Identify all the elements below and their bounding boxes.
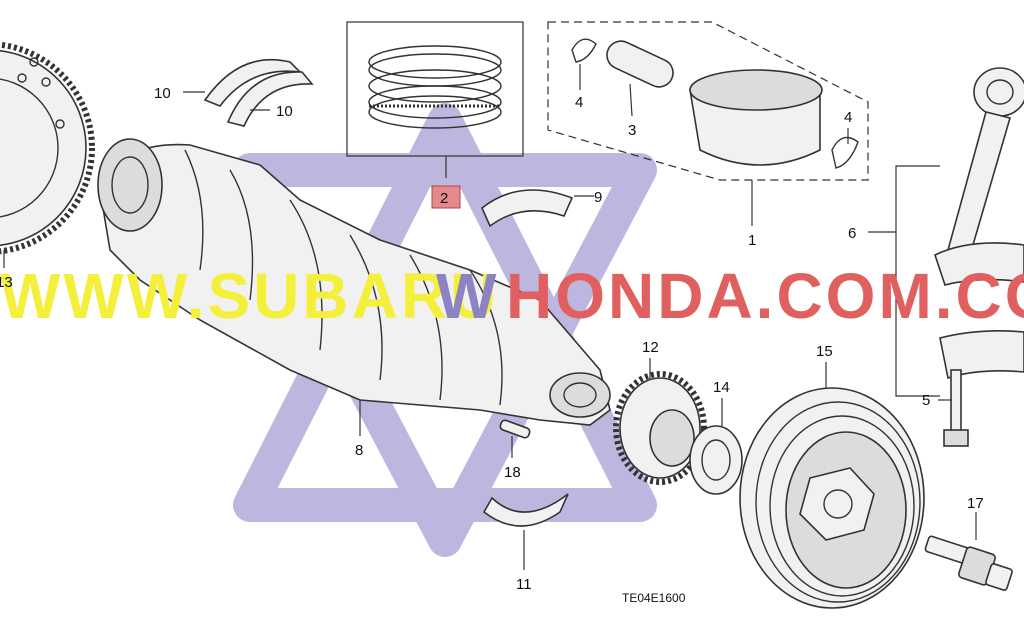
callout-11[interactable]: 11 [516,576,532,593]
callout-5[interactable]: 5 [922,392,930,409]
washer-part [689,425,743,495]
callout-2[interactable]: 2 [440,190,448,207]
callout-10b[interactable]: 10 [276,103,293,120]
callout-1[interactable]: 1 [748,232,756,249]
piston-ring-set-part [346,21,524,157]
callout-18[interactable]: 18 [504,464,521,481]
watermark-right-text: HONDA.COM.CO [506,260,1024,332]
rod-bearing-upper-part [481,189,574,228]
callout-6[interactable]: 6 [848,225,856,242]
diagram-code: TE04E1600 [622,591,686,605]
watermark-mid-text: W [436,260,499,332]
crank-timing-gear-part [613,371,707,485]
thrust-bearing-lower-part [482,493,569,527]
callout-14[interactable]: 14 [713,379,730,396]
callout-12[interactable]: 12 [642,339,659,356]
callout-4a[interactable]: 4 [575,94,583,111]
highlighted-part-badge[interactable] [431,185,461,209]
callout-8[interactable]: 8 [355,442,363,459]
crankshaft-part [97,138,611,426]
piston-assembly-part [547,21,869,181]
callout-labels: 13 10 10 2 9 4 3 4 1 6 5 8 12 18 14 15 1… [0,85,984,593]
rod-bolt-part [943,369,969,447]
callout-3[interactable]: 3 [628,122,636,139]
woodruff-key-part [499,419,531,439]
website-watermark: WWW.SUBARU W HONDA.COM.CO [0,260,1024,332]
watermark-left-text: WWW.SUBARU [0,260,499,332]
callout-13[interactable]: 13 [0,274,13,291]
main-bearing-halves-part [203,58,314,127]
ring-gear-part [0,41,95,255]
callout-4b[interactable]: 4 [844,109,852,126]
callout-17[interactable]: 17 [967,495,984,512]
connecting-rod-part [934,67,1024,380]
callout-15[interactable]: 15 [816,343,833,360]
callout-10a[interactable]: 10 [154,85,171,102]
callout-9[interactable]: 9 [594,189,602,206]
leader-lines [3,64,977,570]
crank-pulley-part [739,387,925,609]
pulley-bolt-part [924,535,1013,591]
